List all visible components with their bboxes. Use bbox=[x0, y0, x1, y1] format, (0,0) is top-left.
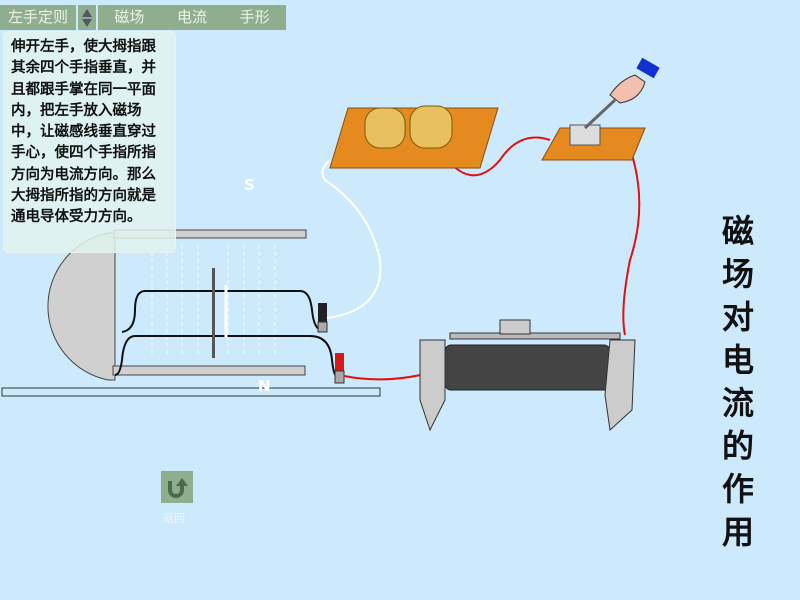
nav-magnet[interactable]: 磁场 bbox=[106, 5, 153, 30]
title-char: 电 bbox=[721, 341, 754, 379]
u-turn-icon bbox=[168, 478, 188, 498]
back-button[interactable] bbox=[161, 471, 193, 503]
north-pole-label: N bbox=[258, 377, 271, 395]
magnet-yoke bbox=[47, 232, 116, 381]
down-arrow-icon[interactable] bbox=[82, 18, 93, 27]
rheostat-coil bbox=[444, 344, 611, 391]
rail-lower bbox=[114, 335, 341, 380]
nav-bar: 左手定则 磁场 电流 手形 bbox=[0, 5, 287, 30]
title-char: 流 bbox=[721, 384, 754, 422]
hand-icon bbox=[609, 74, 646, 104]
back-label[interactable]: 返回 bbox=[163, 512, 185, 525]
nav-current[interactable]: 电流 bbox=[168, 5, 215, 30]
instruction-text: 伸开左手，使大拇指跟其余四个手指垂直，并且都跟手掌在同一平面内，把左手放入磁场中… bbox=[3, 31, 176, 253]
title-char: 作 bbox=[721, 470, 754, 508]
base-plate bbox=[1, 387, 381, 397]
nav-hand[interactable]: 手形 bbox=[231, 5, 278, 30]
rail-upper bbox=[121, 290, 323, 333]
title-char: 的 bbox=[721, 427, 754, 465]
spinner[interactable] bbox=[78, 5, 97, 30]
south-pole-label: S bbox=[244, 176, 255, 194]
vertical-title: 磁 场 对 电 流 的 作 用 bbox=[718, 210, 758, 554]
title-char: 对 bbox=[721, 298, 754, 336]
magnet-bottom-pole bbox=[112, 365, 306, 376]
title-char: 磁 bbox=[721, 212, 754, 250]
title-char: 场 bbox=[721, 255, 754, 293]
title-char: 用 bbox=[721, 513, 754, 551]
up-arrow-icon[interactable] bbox=[82, 8, 93, 17]
conductor-rod bbox=[212, 268, 215, 358]
white-wire bbox=[321, 159, 382, 319]
red-wire-3 bbox=[622, 139, 641, 336]
nav-left-rule[interactable]: 左手定则 bbox=[0, 5, 77, 30]
